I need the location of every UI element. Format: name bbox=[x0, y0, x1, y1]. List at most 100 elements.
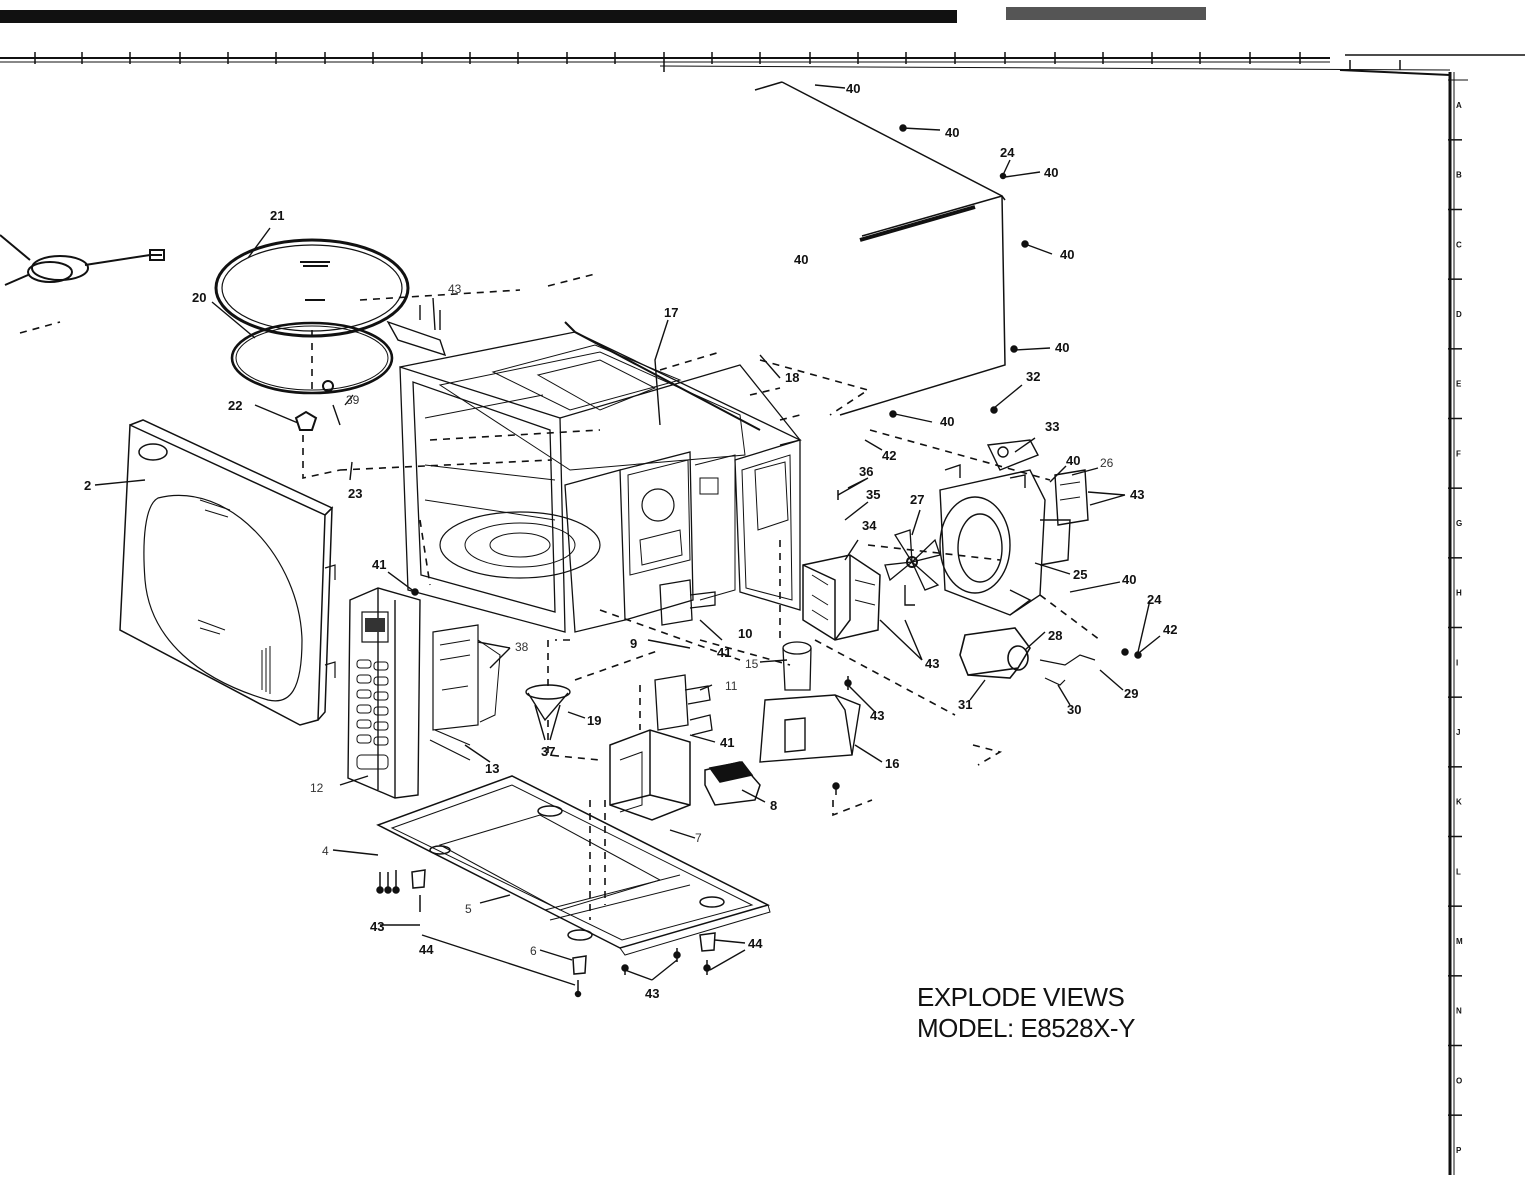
top-gray-bar bbox=[1006, 7, 1206, 20]
label-40-i: 40 bbox=[1122, 572, 1136, 587]
ruler-letter: J bbox=[1456, 728, 1460, 737]
ruler-letter: H bbox=[1456, 589, 1462, 598]
ruler-letter: N bbox=[1456, 1007, 1462, 1016]
caption-title: EXPLODE VIEWS bbox=[917, 982, 1135, 1013]
latch-switch-assembly bbox=[655, 580, 715, 735]
label-43-f: 43 bbox=[645, 986, 659, 1001]
magnetron bbox=[803, 555, 880, 640]
label-20: 20 bbox=[192, 290, 206, 305]
drawing-caption: EXPLODE VIEWS MODEL: E8528X-Y bbox=[917, 982, 1135, 1044]
label-42-b: 42 bbox=[1163, 622, 1177, 637]
choke-coil bbox=[783, 642, 811, 690]
label-43-e: 43 bbox=[370, 919, 384, 934]
top-ruler bbox=[0, 52, 1525, 75]
label-25: 25 bbox=[1073, 567, 1087, 582]
label-4: 4 bbox=[322, 844, 329, 858]
label-40-h: 40 bbox=[1066, 453, 1080, 468]
power-cord bbox=[0, 235, 164, 285]
ruler-letter: M bbox=[1456, 937, 1463, 946]
label-10: 10 bbox=[738, 626, 752, 641]
label-6: 6 bbox=[530, 944, 537, 958]
label-22: 22 bbox=[228, 398, 242, 413]
label-31: 31 bbox=[958, 697, 972, 712]
label-8: 8 bbox=[770, 798, 777, 813]
label-39: 39 bbox=[346, 393, 360, 407]
label-15: 15 bbox=[745, 657, 759, 671]
label-40-f: 40 bbox=[1055, 340, 1069, 355]
label-43-c: 43 bbox=[925, 656, 939, 671]
label-42-a: 42 bbox=[882, 448, 896, 463]
ruler-letter: D bbox=[1456, 310, 1462, 319]
label-40-d: 40 bbox=[1060, 247, 1074, 262]
ruler-letter: K bbox=[1456, 798, 1462, 807]
capacitor bbox=[960, 628, 1095, 685]
label-40-b: 40 bbox=[945, 125, 959, 140]
label-40-g: 40 bbox=[940, 414, 954, 429]
ruler-letter: E bbox=[1456, 380, 1462, 389]
label-40-c: 40 bbox=[1044, 165, 1058, 180]
label-28: 28 bbox=[1048, 628, 1062, 643]
ruler-letter: C bbox=[1456, 240, 1462, 249]
label-41-c: 41 bbox=[720, 735, 734, 750]
label-11: 11 bbox=[725, 679, 738, 693]
label-30: 30 bbox=[1067, 702, 1081, 717]
label-9: 9 bbox=[630, 636, 637, 651]
label-27: 27 bbox=[910, 492, 924, 507]
label-23: 23 bbox=[348, 486, 362, 501]
label-34: 34 bbox=[862, 518, 877, 533]
ruler-letter: A bbox=[1456, 101, 1462, 110]
label-36: 36 bbox=[859, 464, 873, 479]
label-32: 32 bbox=[1026, 369, 1040, 384]
ruler-letter: L bbox=[1456, 867, 1461, 876]
label-35: 35 bbox=[866, 487, 880, 502]
label-16: 16 bbox=[885, 756, 899, 771]
label-43-b: 43 bbox=[1130, 487, 1144, 502]
ruler-letter: G bbox=[1456, 519, 1462, 528]
oven-cavity bbox=[400, 322, 800, 632]
dashed-guides bbox=[20, 274, 1100, 920]
label-43-d: 43 bbox=[870, 708, 884, 723]
label-18: 18 bbox=[785, 370, 799, 385]
caption-model: MODEL: E8528X-Y bbox=[917, 1013, 1135, 1044]
label-43-a: 43 bbox=[448, 282, 462, 296]
label-29: 29 bbox=[1124, 686, 1138, 701]
fan-blade bbox=[885, 530, 940, 605]
part-labels: 2 4 5 6 7 8 9 10 11 12 13 15 16 17 18 19… bbox=[84, 81, 1177, 1001]
label-41-a: 41 bbox=[372, 557, 386, 572]
air-guide bbox=[760, 695, 860, 762]
label-40-e: 40 bbox=[794, 252, 808, 267]
label-44-b: 44 bbox=[748, 936, 763, 951]
fan-duct bbox=[940, 465, 1070, 615]
label-21: 21 bbox=[270, 208, 284, 223]
label-37: 37 bbox=[541, 744, 555, 759]
label-26: 26 bbox=[1100, 456, 1114, 470]
ruler-letter: I bbox=[1456, 658, 1458, 667]
label-24-top: 24 bbox=[1000, 145, 1015, 160]
screws bbox=[377, 125, 1141, 997]
label-24-right: 24 bbox=[1147, 592, 1162, 607]
fuse-holder bbox=[526, 685, 570, 720]
control-panel bbox=[348, 588, 420, 798]
control-board bbox=[430, 625, 500, 760]
label-17: 17 bbox=[664, 305, 678, 320]
ruler-letter: O bbox=[1456, 1076, 1462, 1085]
label-13: 13 bbox=[485, 761, 499, 776]
ruler-letter: B bbox=[1456, 171, 1462, 180]
label-12: 12 bbox=[310, 781, 324, 795]
label-41-b: 41 bbox=[717, 645, 731, 660]
label-7: 7 bbox=[695, 831, 702, 845]
ruler-letter: P bbox=[1456, 1146, 1462, 1155]
base-plate bbox=[378, 776, 770, 955]
rubber-feet bbox=[412, 870, 715, 974]
label-40-a: 40 bbox=[846, 81, 860, 96]
label-38: 38 bbox=[515, 640, 529, 654]
top-black-bar bbox=[0, 10, 957, 23]
transformer bbox=[610, 730, 690, 820]
label-5: 5 bbox=[465, 902, 472, 916]
coupler bbox=[296, 412, 316, 430]
ruler-letter: F bbox=[1456, 449, 1461, 458]
label-2: 2 bbox=[84, 478, 91, 493]
label-44-a: 44 bbox=[419, 942, 434, 957]
label-19: 19 bbox=[587, 713, 601, 728]
